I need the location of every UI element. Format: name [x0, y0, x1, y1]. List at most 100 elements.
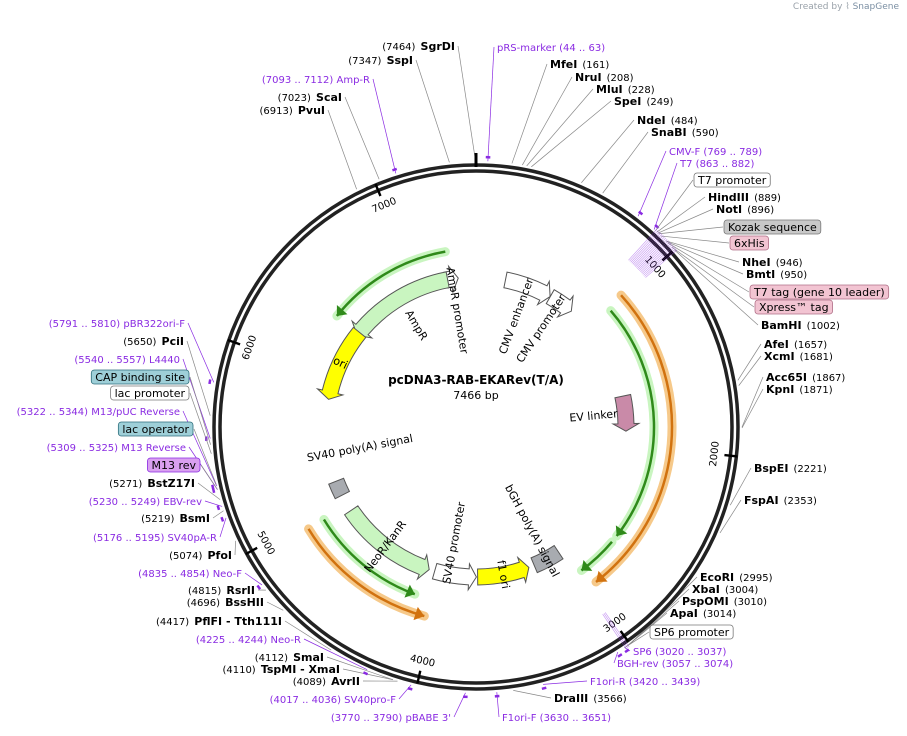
- boxed-feature-t7-promoter: T7 promoter: [693, 172, 771, 188]
- enzyme-position: (4417): [156, 617, 189, 628]
- enzyme-label: HindIII (889): [708, 186, 781, 205]
- credit-prefix: Created by: [792, 2, 843, 12]
- plasmid-length: 7466 bp: [453, 389, 498, 402]
- primer-name: Neo-R: [271, 635, 302, 646]
- feature-label-ev-linker: EV linker: [569, 407, 619, 424]
- enzyme-nrui: NruI (208): [575, 71, 634, 84]
- boxed-feature-text: lac operator: [122, 423, 189, 436]
- enzyme-position: (2353): [784, 496, 817, 507]
- primer-name: F1ori-F: [502, 713, 537, 724]
- enzyme-apai: ApaI (3014): [670, 607, 736, 620]
- enzyme-position: (6913): [259, 106, 292, 117]
- enzyme-position: (2221): [794, 464, 827, 475]
- enzyme-pflfi-tth111i: (4417) PflFI - Tth111I: [156, 615, 282, 628]
- primer-name: BGH-rev: [617, 659, 659, 670]
- enzyme-fspai: FspAI (2353): [744, 494, 817, 507]
- enzyme-bmti: BmtI (950): [746, 268, 807, 281]
- primer-range: (5309 .. 5325): [47, 443, 119, 454]
- snapgene-credit: Created by ⌇ SnapGene: [793, 2, 899, 12]
- map-labels: (7464) SgrDI(7347) SspI(7023) ScaI(6913)…: [17, 35, 890, 724]
- enzyme-name: SgrDI: [421, 40, 455, 53]
- primer-label: (5540 .. 5557) L4440: [74, 355, 180, 366]
- enzyme-leader-5: [522, 76, 573, 166]
- enzyme-label: MfeI (161): [550, 53, 609, 72]
- enzyme-name: NotI: [716, 203, 742, 216]
- primer-range: (5230 .. 5249): [89, 497, 161, 508]
- primer-name: M13/pUC Reverse: [91, 407, 180, 418]
- boxed-feature-6xhis: 6xHis: [729, 235, 769, 251]
- plasmid-backbone: 1000200030004000500060007000: [212, 153, 740, 691]
- boxed-feature-text: 6xHis: [734, 237, 765, 250]
- mcs-tick: [642, 245, 674, 275]
- enzyme-bsshii: (4696) BssHII: [187, 591, 264, 610]
- feature-sv40-promoter: [431, 561, 477, 592]
- primer-neo-r: (4225 .. 4244) Neo-R: [196, 635, 301, 646]
- primer-m13-puc-reverse: (5322 .. 5344) M13/pUC Reverse: [17, 407, 180, 418]
- primer-range: (3770 .. 3790): [331, 713, 403, 724]
- orf-line-5: [307, 528, 425, 618]
- primer-label: CMV-F (769 .. 789): [669, 147, 762, 158]
- primer-f1ori-r: F1ori-R (3420 .. 3439): [590, 677, 700, 688]
- primer-site-10: [256, 584, 262, 590]
- enzyme-afei: AfeI (1657): [764, 338, 827, 351]
- primer-label: BGH-rev (3057 .. 3074): [617, 659, 733, 670]
- enzyme-bspei: BspEI (2221): [754, 462, 827, 475]
- mcs-tick: [639, 241, 670, 272]
- enzyme-label: NdeI (484): [637, 109, 698, 128]
- orf-arrowhead-3: [404, 584, 415, 598]
- boxed-feature-leader-4: [671, 246, 755, 308]
- enzyme-nhei: NheI (946): [742, 256, 803, 269]
- mcs-tick: [635, 237, 667, 268]
- enzyme-label: (7464) SgrDI: [382, 35, 455, 54]
- enzyme-label: EcoRI (2995): [700, 566, 773, 585]
- primer-name: Neo-F: [213, 569, 243, 580]
- ruler-tick-4000: [416, 670, 422, 684]
- enzyme-leader-18: [741, 388, 764, 429]
- primer-name: T7: [679, 159, 692, 170]
- enzyme-position: (1657): [794, 340, 827, 351]
- feature-f1-ori: [477, 555, 530, 586]
- ruler-tick-7000: [374, 183, 382, 197]
- enzyme-rsrii: (4815) RsrII: [188, 579, 255, 598]
- feature-label-f1-ori: f1 ori: [494, 559, 512, 590]
- enzyme-kpni: KpnI (1871): [766, 378, 833, 397]
- primer-label: pRS-marker (44 .. 63): [497, 43, 605, 54]
- primer-range: (3020 .. 3037): [655, 647, 727, 658]
- primer-label: (5230 .. 5249) EBV-rev: [89, 497, 202, 508]
- enzyme-name: BsmI: [180, 512, 211, 525]
- boxed-feature-text: T7 promoter: [697, 174, 767, 187]
- primer-f1ori-f: F1ori-F (3630 .. 3651): [502, 713, 611, 724]
- credit-brand: SnapGene: [852, 2, 899, 12]
- primer-range: (5322 .. 5344): [17, 407, 89, 418]
- orf-line-3: [322, 518, 416, 596]
- enzyme-label: (4815) RsrII: [188, 579, 255, 598]
- primer-pbabe-3: (3770 .. 3790) pBABE 3': [331, 713, 451, 724]
- primer-bgh-rev: BGH-rev (3057 .. 3074): [617, 659, 733, 670]
- enzyme-position: (5650): [123, 337, 156, 348]
- enzyme-label: (7023) ScaI: [278, 86, 342, 105]
- enzyme-leader-10: [656, 196, 706, 233]
- primer-site-16: [624, 648, 630, 654]
- orf-arrowhead-0: [336, 305, 348, 316]
- enzyme-label: KpnI (1871): [766, 378, 833, 397]
- enzyme-bsmi: (5219) BsmI: [141, 512, 211, 525]
- boxed-feature-leader-1: [658, 226, 724, 235]
- enzyme-position: (889): [754, 193, 781, 204]
- enzyme-xbai: XbaI (3004): [692, 578, 758, 597]
- enzyme-label: XbaI (3004): [692, 578, 758, 597]
- mcs-tick: [634, 236, 665, 267]
- enzyme-position: (7464): [382, 42, 415, 53]
- feature-label-ampr: AmpR: [402, 308, 430, 343]
- enzyme-position: (5074): [169, 551, 202, 562]
- enzyme-position: (590): [692, 128, 719, 139]
- boxed-feature-text: lac promoter: [115, 387, 186, 400]
- enzyme-name: ApaI: [670, 607, 698, 620]
- primer-leader-9: [219, 517, 227, 538]
- enzyme-label: (4696) BssHII: [187, 591, 264, 610]
- boxed-feature-lac-operator: lac operator: [117, 421, 194, 437]
- enzyme-name: Acc65I: [766, 371, 807, 384]
- boxed-feature-text: SP6 promoter: [654, 626, 730, 639]
- enzyme-leader-14: [674, 249, 759, 326]
- primer-range: (5791 .. 5810): [49, 319, 121, 330]
